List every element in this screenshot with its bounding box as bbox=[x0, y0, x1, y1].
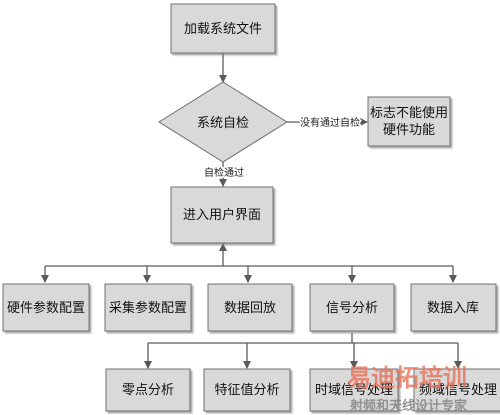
watermark-line1: 易迪拓培训 bbox=[347, 364, 467, 392]
node-analysis-label: 信号分析 bbox=[326, 301, 378, 316]
node-playback-label: 数据回放 bbox=[224, 301, 276, 316]
edge-label-fail: 没有通过自检 bbox=[300, 116, 360, 129]
node-feature-label: 特征值分析 bbox=[214, 382, 279, 398]
node-feature: 特征值分析 bbox=[203, 368, 291, 412]
node-ui-label: 进入用户界面 bbox=[183, 207, 261, 223]
node-acqconfig: 采集参数配置 bbox=[104, 283, 192, 332]
node-storage-label: 数据入库 bbox=[427, 300, 479, 316]
node-timedomain: 时域信号处理 bbox=[309, 368, 399, 412]
node-storage: 数据入库 bbox=[410, 283, 497, 332]
node-hwconfig-label: 硬件参数配置 bbox=[7, 300, 85, 316]
node-hwflag-label-line1: 标志不能使用 bbox=[370, 105, 448, 121]
node-selfcheck: 系统自检 bbox=[158, 81, 288, 163]
node-zero-label: 零点分析 bbox=[122, 383, 174, 398]
node-hwconfig: 硬件参数配置 bbox=[2, 283, 90, 332]
node-freqdomain: 频域信号处理 bbox=[413, 368, 500, 412]
node-hwflag-label-line2: 硬件功能 bbox=[383, 123, 435, 138]
node-timedomain-label: 时域信号处理 bbox=[315, 383, 393, 398]
watermark: 易迪拓培训 射频和天线设计专家 bbox=[347, 364, 468, 414]
watermark-line2: 射频和天线设计专家 bbox=[349, 398, 468, 414]
node-playback: 数据回放 bbox=[207, 283, 293, 332]
node-acqconfig-label: 采集参数配置 bbox=[109, 300, 187, 316]
node-ui: 进入用户界面 bbox=[170, 186, 274, 244]
node-freqdomain-label: 频域信号处理 bbox=[419, 383, 497, 398]
node-load: 加载系统文件 bbox=[170, 3, 276, 54]
node-selfcheck-label: 系统自检 bbox=[197, 116, 249, 131]
node-load-label: 加载系统文件 bbox=[184, 22, 262, 37]
node-zero: 零点分析 bbox=[105, 368, 191, 412]
edge-label-pass: 自检通过 bbox=[204, 166, 244, 179]
node-hwflag: 标志不能使用 硬件功能 bbox=[367, 96, 451, 147]
node-analysis: 信号分析 bbox=[309, 283, 395, 332]
